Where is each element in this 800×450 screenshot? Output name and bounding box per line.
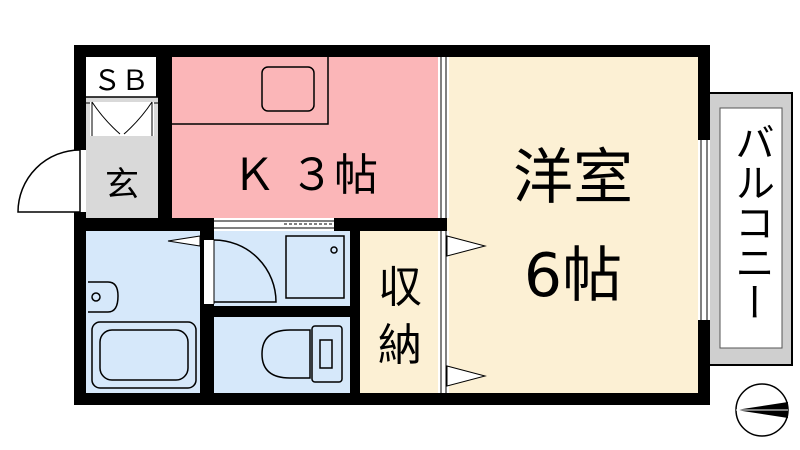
bathtub-icon <box>91 321 197 389</box>
north-arrow-icon <box>735 383 789 437</box>
balcony-window <box>698 140 710 320</box>
balcony-label: バルコニー <box>728 122 774 322</box>
toilet-icon <box>261 325 343 383</box>
washing-machine-icon <box>285 235 345 299</box>
sliding-door-washroom <box>214 218 334 231</box>
storage-doors <box>438 231 487 393</box>
laundry-area <box>214 231 350 306</box>
laundry-door <box>204 239 277 304</box>
sink-icon <box>88 281 119 313</box>
sb-area <box>86 57 156 97</box>
sliding-door-kitchen-western <box>438 57 449 218</box>
sb-label: ＳＢ <box>93 64 149 97</box>
toilet-area <box>214 317 350 393</box>
western-room-label-2: 6帖 <box>524 241 622 311</box>
kitchen-label: Ｋ ３帖 <box>232 150 378 201</box>
balcony <box>705 92 793 366</box>
storage-wall <box>350 231 360 393</box>
front-door <box>17 149 86 213</box>
storage-label-1: 収 <box>378 262 422 313</box>
entrance-double-door <box>90 101 154 136</box>
toilet-wall <box>214 306 350 317</box>
balcony-inner <box>719 107 783 349</box>
stove-icon <box>172 57 329 125</box>
western-room-area <box>447 57 698 393</box>
entrance-label: 玄 <box>105 165 139 205</box>
storage-label-2: 納 <box>378 320 422 371</box>
western-room-label-1: 洋室 <box>513 143 633 213</box>
storage-area <box>360 231 440 393</box>
kitchen-area <box>172 57 440 218</box>
